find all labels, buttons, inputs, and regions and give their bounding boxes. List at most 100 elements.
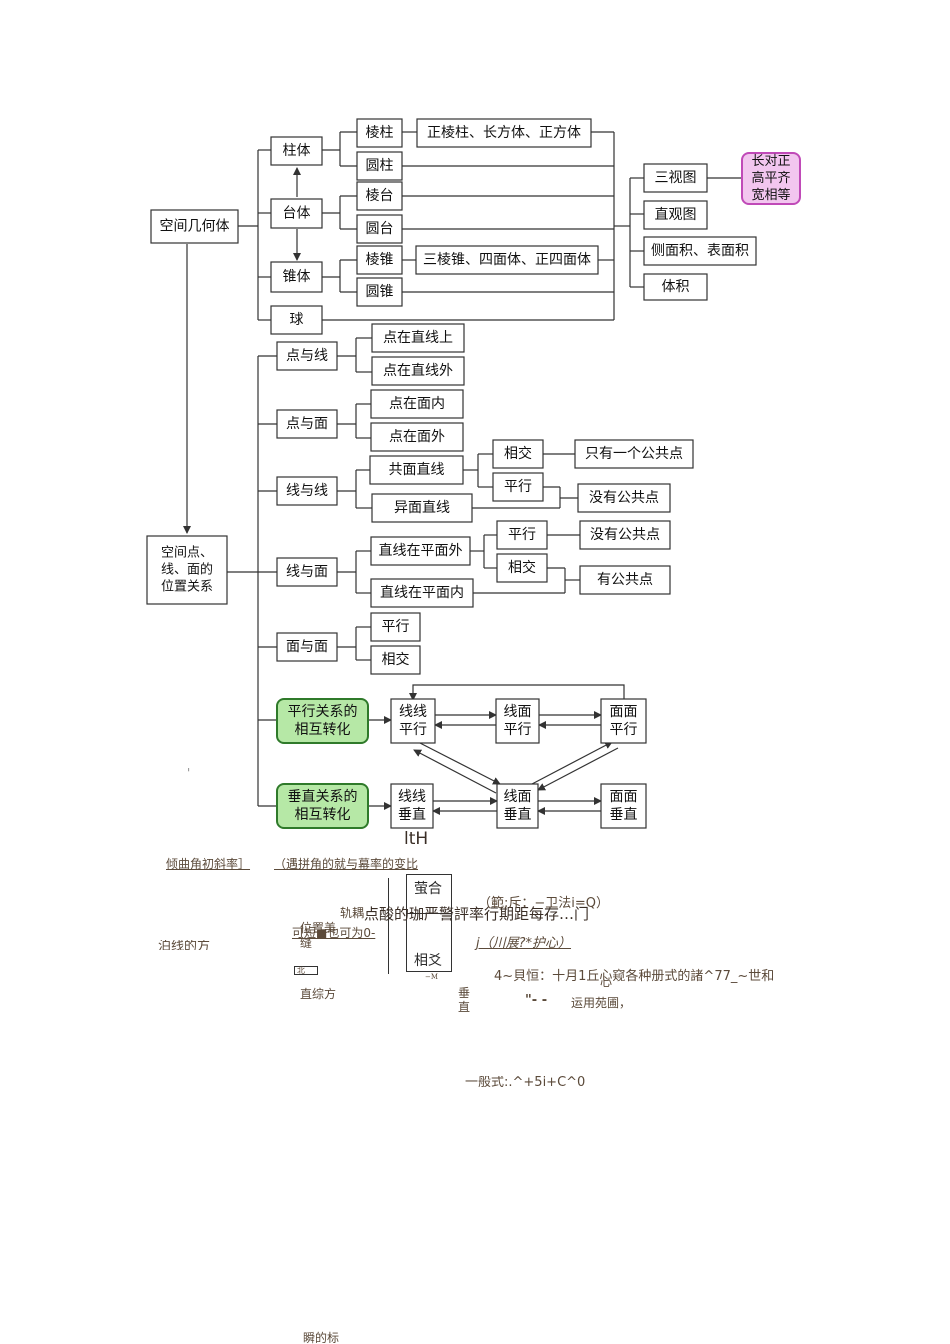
node-three-views-rule-label-2: 高平齐 <box>751 170 790 186</box>
node-point-in-plane: 点在面内 <box>370 389 464 419</box>
node-pp-parallel: 平行 <box>370 612 421 642</box>
node-round-frustum: 圆台 <box>356 214 403 244</box>
node-cylinder-label: 圆柱 <box>366 158 394 174</box>
fragment-formula-note: 4~貝恒：十月1丘心窥各种册式的諸^77_~世和 <box>494 969 775 984</box>
node-point-off-plane-label: 点在面外 <box>389 429 445 445</box>
node-pp-parallel-label: 平行 <box>382 619 410 635</box>
node-root-position-label-2: 线、面的 <box>161 562 213 578</box>
node-frustum: 棱台 <box>356 181 403 211</box>
node-point-on-line-label: 点在直线上 <box>383 329 453 346</box>
node-coplanar: 共面直线 <box>369 455 464 485</box>
node-volume: 体积 <box>643 273 708 301</box>
node-area: 侧面积、表面积 <box>643 236 757 266</box>
node-lp-parallel-label: 平行 <box>508 527 536 543</box>
node-three-views: 三视图 <box>643 163 708 193</box>
fragment-merge-divider <box>406 913 451 914</box>
node-lp-perp-label-2: 垂直 <box>504 806 532 823</box>
fragment-vertical-2: 直 <box>458 1000 471 1014</box>
node-line-plane-label: 线与面 <box>286 564 328 580</box>
node-lp-no-common: 没有公共点 <box>579 520 671 550</box>
node-round-frustum-label: 圆台 <box>366 221 394 237</box>
node-point-plane-label: 点与面 <box>286 416 328 432</box>
node-lp-no-common-label: 没有公共点 <box>590 527 660 543</box>
node-point-on-line: 点在直线上 <box>371 323 465 353</box>
node-intuitive-label: 直观图 <box>655 206 697 223</box>
node-ll-no-common-label: 没有公共点 <box>589 490 659 506</box>
node-lp-intersect: 相交 <box>496 553 548 583</box>
node-plane-plane: 面与面 <box>276 632 338 662</box>
node-pyramid-types-label: 三棱锥、四面体、正四面体 <box>423 252 591 268</box>
fragment-vertical-1: 垂 <box>458 986 471 1000</box>
node-pp-par-label-1: 面面 <box>610 704 638 720</box>
node-point-line-label: 点与线 <box>286 348 328 364</box>
node-line-inside: 直线在平面内 <box>370 578 474 608</box>
node-lp-intersect-label: 相交 <box>508 559 536 576</box>
node-ll-intersect: 相交 <box>492 439 544 469</box>
fragment-small-box-text: 北 <box>297 966 305 975</box>
node-line-inside-label: 直线在平面内 <box>380 584 464 601</box>
node-prism-group-label: 柱体 <box>283 143 311 159</box>
node-cone: 圆锥 <box>356 277 403 307</box>
node-pp-perp-label-2: 垂直 <box>610 806 638 823</box>
node-line-outside-label: 直线在平面外 <box>379 542 463 559</box>
node-point-off-plane: 点在面外 <box>370 422 464 452</box>
fragment-cond2: j（川展?*护心） <box>476 936 572 951</box>
fragment-dash-m: −M <box>425 973 439 981</box>
node-point-plane: 点与面 <box>276 409 338 439</box>
fragment-track: 轨耦 <box>340 906 365 920</box>
fragment-stray-mark: ' <box>187 766 191 780</box>
node-lp-perp-label-1: 线面 <box>504 789 532 805</box>
node-lp-par-label-2: 平行 <box>504 722 532 738</box>
node-ll-par-label-2: 平行 <box>399 722 427 738</box>
node-three-views-rule-label-3: 宽相等 <box>751 187 790 203</box>
fragment-may-be: 可短■也可为0- <box>292 926 376 940</box>
node-prism: 棱柱 <box>356 118 403 148</box>
fragment-straight: 直综方 <box>300 987 337 1001</box>
node-point-off-line-label: 点在直线外 <box>383 362 453 379</box>
node-point-off-line: 点在直线外 <box>371 356 465 386</box>
node-pp-intersect-label: 相交 <box>382 651 410 668</box>
node-root-geometry: 空间几何体 <box>150 209 239 244</box>
node-ll-perp-label-2: 垂直 <box>398 806 426 823</box>
node-pp-perp-label-1: 面面 <box>610 789 638 805</box>
node-prism-types-label: 正棱柱、长方体、正方体 <box>427 125 581 141</box>
node-cylinder: 圆柱 <box>356 151 403 181</box>
node-frustum-group-label: 台体 <box>283 206 311 222</box>
node-sphere-label: 球 <box>290 312 304 328</box>
node-skew: 异面直线 <box>371 493 473 523</box>
fragment-seam: 缝 <box>300 936 313 950</box>
node-has-common-label: 有公共点 <box>597 572 653 588</box>
node-prism-types: 正棱柱、长方体、正方体 <box>416 118 592 148</box>
node-lp-par-label-1: 线面 <box>504 704 532 720</box>
node-skew-label: 异面直线 <box>394 499 450 516</box>
node-root-geometry-label: 空间几何体 <box>160 219 230 235</box>
node-root-position-label-3: 位置关系 <box>161 580 213 595</box>
node-parallel-transform-label-1: 平行关系的 <box>288 704 358 720</box>
node-one-common-label: 只有一个公共点 <box>585 446 683 462</box>
node-has-common: 有公共点 <box>579 565 671 595</box>
node-ll-intersect-label: 相交 <box>504 445 532 462</box>
node-cone-label: 圆锥 <box>366 284 394 300</box>
node-frustum-group: 台体 <box>270 198 323 229</box>
node-ll-par-label-1: 线线 <box>399 704 427 720</box>
fragment-merge: 萤合 <box>414 881 442 897</box>
fragment-left-cut: 泊线的方 <box>158 940 211 950</box>
node-line-outside: 直线在平面外 <box>370 536 471 566</box>
node-prism-group: 柱体 <box>270 136 323 166</box>
fragment-small-box <box>294 966 318 975</box>
fragment-bottom: 瞬的标 <box>303 1331 340 1344</box>
knowledge-map: 空间几何体空间点、线、面的位置关系柱体台体锥体球棱柱圆柱正棱柱、长方体、正方体棱… <box>146 118 801 829</box>
fragment-lh: ltH <box>404 829 429 849</box>
node-ll-parallel-label: 平行 <box>504 479 532 495</box>
node-line-line: 线与线 <box>276 476 338 506</box>
node-perp-transform-label-2: 相互转化 <box>295 807 351 823</box>
node-intuitive: 直观图 <box>643 200 708 230</box>
